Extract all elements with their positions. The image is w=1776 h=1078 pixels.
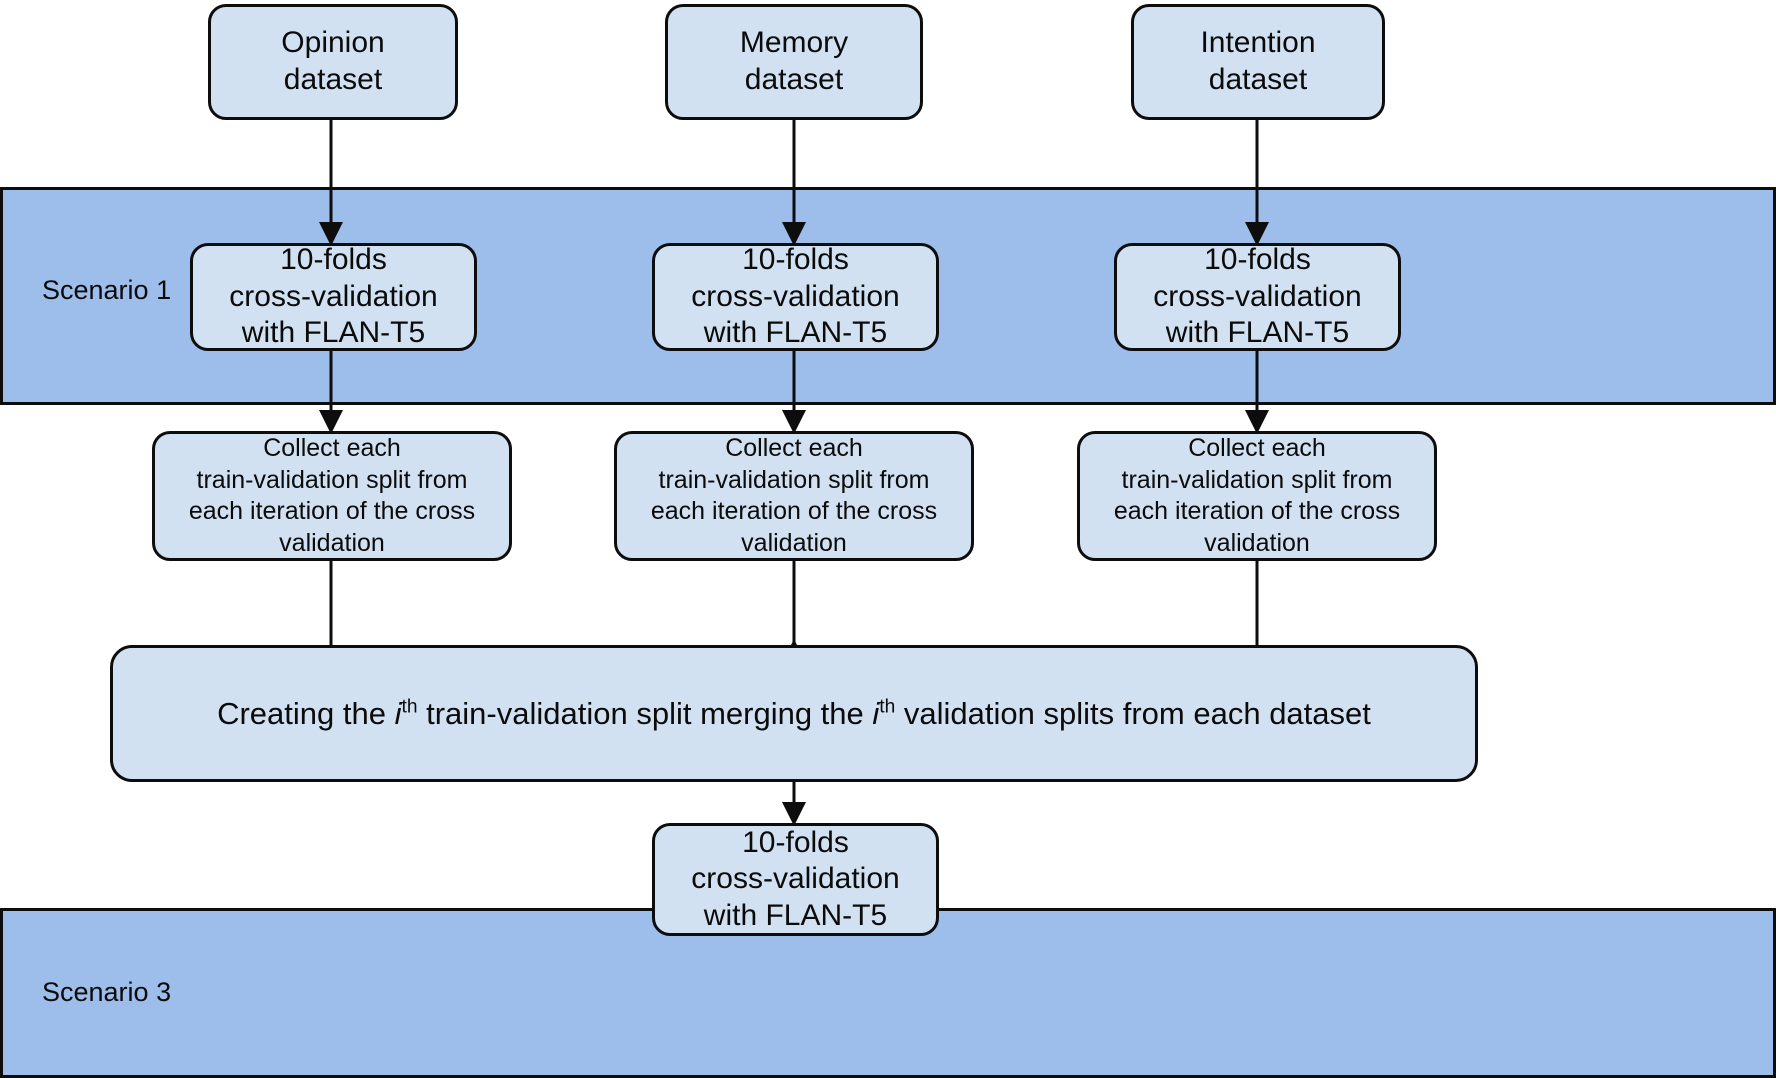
cv-node-merged-text: 10-folds cross-validation with FLAN-T5: [691, 825, 899, 935]
collect-node-memory[interactable]: Collect each train-validation split from…: [614, 431, 974, 561]
cv-node-merged-line3: with FLAN-T5: [703, 898, 888, 932]
collect-node-intention-line4: validation: [1204, 528, 1310, 557]
merge-split-part1: Creating the: [217, 695, 395, 731]
dataset-node-intention[interactable]: Intention dataset: [1131, 4, 1385, 120]
cv-node-intention-line3: with FLAN-T5: [1165, 316, 1350, 350]
collect-node-intention-line1: Collect each: [1188, 434, 1326, 462]
scenario-3-label: Scenario 3: [42, 977, 172, 1007]
collect-node-memory-line3: each iteration of the cross: [650, 497, 938, 525]
collect-node-opinion-line3: each iteration of the cross: [188, 497, 476, 525]
scenario-3-band: [0, 908, 1776, 1078]
cv-node-intention[interactable]: 10-folds cross-validation with FLAN-T5: [1114, 243, 1401, 351]
collect-node-opinion-line1: Collect each: [263, 434, 401, 462]
merge-split-part3: validation splits from each dataset: [895, 695, 1371, 731]
cv-node-memory-line2: cross-validation: [691, 279, 900, 313]
dataset-node-memory-text: Memory dataset: [740, 25, 848, 98]
dataset-node-memory[interactable]: Memory dataset: [665, 4, 923, 120]
dataset-node-opinion-text: Opinion dataset: [281, 25, 384, 98]
cv-node-intention-text: 10-folds cross-validation with FLAN-T5: [1153, 242, 1361, 352]
collect-node-opinion[interactable]: Collect each train-validation split from…: [152, 431, 512, 561]
cv-node-merged-line2: cross-validation: [691, 862, 900, 896]
cv-node-opinion[interactable]: 10-folds cross-validation with FLAN-T5: [190, 243, 477, 351]
cv-node-memory-text: 10-folds cross-validation with FLAN-T5: [691, 242, 899, 352]
cv-node-intention-line2: cross-validation: [1153, 279, 1362, 313]
dataset-node-intention-line2: dataset: [1208, 63, 1308, 96]
dataset-node-opinion[interactable]: Opinion dataset: [208, 4, 458, 120]
collect-node-memory-line4: validation: [741, 528, 847, 557]
collect-node-memory-text: Collect each train-validation split from…: [651, 433, 937, 559]
collect-node-memory-line2: train-validation split from: [658, 465, 930, 494]
cv-node-merged-line1: 10-folds: [742, 825, 849, 859]
cv-node-intention-line1: 10-folds: [1204, 243, 1311, 277]
merge-split-sup-th-2: th: [879, 696, 896, 718]
collect-node-opinion-text: Collect each train-validation split from…: [189, 433, 475, 559]
cv-node-opinion-line2: cross-validation: [229, 279, 438, 313]
dataset-node-opinion-line2: dataset: [283, 63, 383, 96]
cv-node-memory-line3: with FLAN-T5: [703, 316, 888, 350]
dataset-node-intention-line1: Intention: [1200, 26, 1316, 60]
merge-split-text: Creating the ith train-validation split …: [217, 696, 1371, 732]
cv-node-opinion-line1: 10-folds: [280, 243, 387, 277]
dataset-node-memory-line1: Memory: [739, 26, 849, 60]
cv-node-memory-line1: 10-folds: [742, 243, 849, 277]
cv-node-opinion-text: 10-folds cross-validation with FLAN-T5: [229, 242, 437, 352]
dataset-node-opinion-line1: Opinion: [281, 26, 385, 60]
collect-node-intention-line2: train-validation split from: [1121, 465, 1393, 494]
merge-split-box[interactable]: Creating the ith train-validation split …: [110, 645, 1478, 782]
merge-split-sup-th-1: th: [401, 696, 418, 718]
collect-node-intention-text: Collect each train-validation split from…: [1114, 433, 1400, 559]
collect-node-opinion-line4: validation: [279, 528, 385, 557]
collect-node-memory-line1: Collect each: [725, 434, 863, 462]
merge-split-italic-i-2: i: [872, 695, 880, 731]
collect-node-intention-line3: each iteration of the cross: [1113, 497, 1401, 525]
collect-node-intention[interactable]: Collect each train-validation split from…: [1077, 431, 1437, 561]
dataset-node-intention-text: Intention dataset: [1200, 25, 1315, 98]
collect-node-opinion-line2: train-validation split from: [196, 465, 468, 494]
dataset-node-memory-line2: dataset: [744, 63, 844, 96]
merge-split-part2: train-validation split merging the: [417, 695, 873, 731]
cv-node-opinion-line3: with FLAN-T5: [241, 316, 426, 350]
merge-split-italic-i-1: i: [394, 695, 402, 731]
cv-node-memory[interactable]: 10-folds cross-validation with FLAN-T5: [652, 243, 939, 351]
cv-node-merged[interactable]: 10-folds cross-validation with FLAN-T5: [652, 823, 939, 936]
scenario-1-label: Scenario 1: [42, 275, 172, 305]
